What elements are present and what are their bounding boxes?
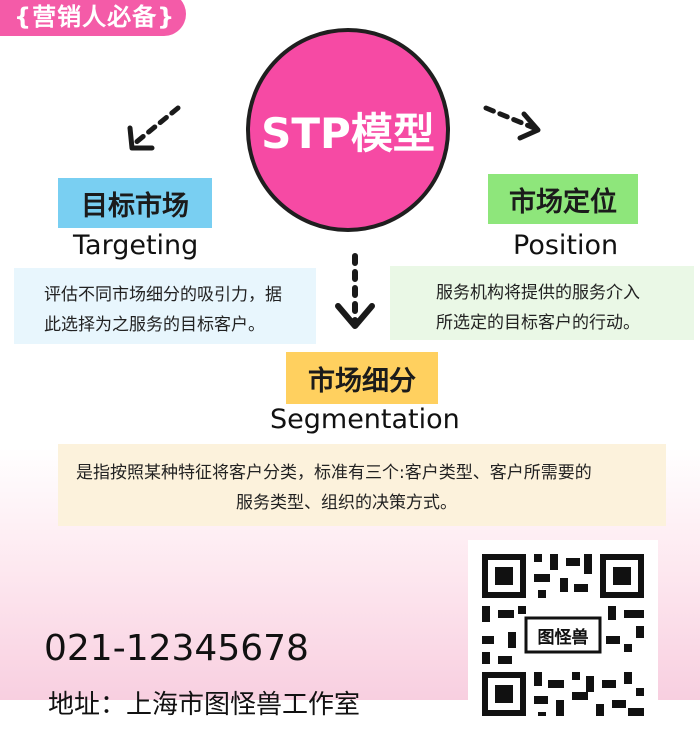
arrow-left-icon	[127, 105, 181, 151]
stp-model-circle: STP模型	[246, 28, 450, 232]
qr-code[interactable]: 图怪兽	[468, 540, 658, 730]
arrow-down-icon	[335, 253, 375, 329]
segmentation-desc: 是指按照某种特征将客户分类，标准有三个:客户类型、客户所需要的 服务类型、组织的…	[58, 444, 666, 526]
arrow-right-icon	[483, 105, 541, 141]
segmentation-en: Segmentation	[270, 404, 460, 435]
qr-logo-text: 图怪兽	[537, 627, 589, 648]
address: 地址：上海市图怪兽工作室	[48, 690, 361, 720]
targeting-en: Targeting	[73, 230, 199, 261]
position-desc: 服务机构将提供的服务介入 所选定的目标客户的行动。	[390, 266, 694, 340]
targeting-desc-line2: 此选择为之服务的目标客户。	[44, 315, 265, 335]
top-tag: {营销人必备}	[0, 0, 186, 36]
targeting-pill: 目标市场	[58, 178, 212, 228]
targeting-desc: 评估不同市场细分的吸引力，据 此选择为之服务的目标客户。	[14, 268, 316, 344]
position-desc-line2: 所选定的目标客户的行动。	[436, 313, 640, 333]
position-pill: 市场定位	[488, 174, 638, 224]
position-en: Position	[513, 230, 619, 261]
center-title: STP模型	[261, 108, 435, 158]
phone-number: 021-12345678	[44, 628, 309, 669]
segmentation-desc-line1: 是指按照某种特征将客户分类，标准有三个:客户类型、客户所需要的	[76, 463, 592, 483]
segmentation-desc-line2: 服务类型、组织的决策方式。	[236, 493, 457, 513]
targeting-desc-line1: 评估不同市场细分的吸引力，据	[44, 285, 282, 305]
position-desc-line1: 服务机构将提供的服务介入	[436, 283, 640, 303]
segmentation-pill: 市场细分	[286, 352, 438, 404]
